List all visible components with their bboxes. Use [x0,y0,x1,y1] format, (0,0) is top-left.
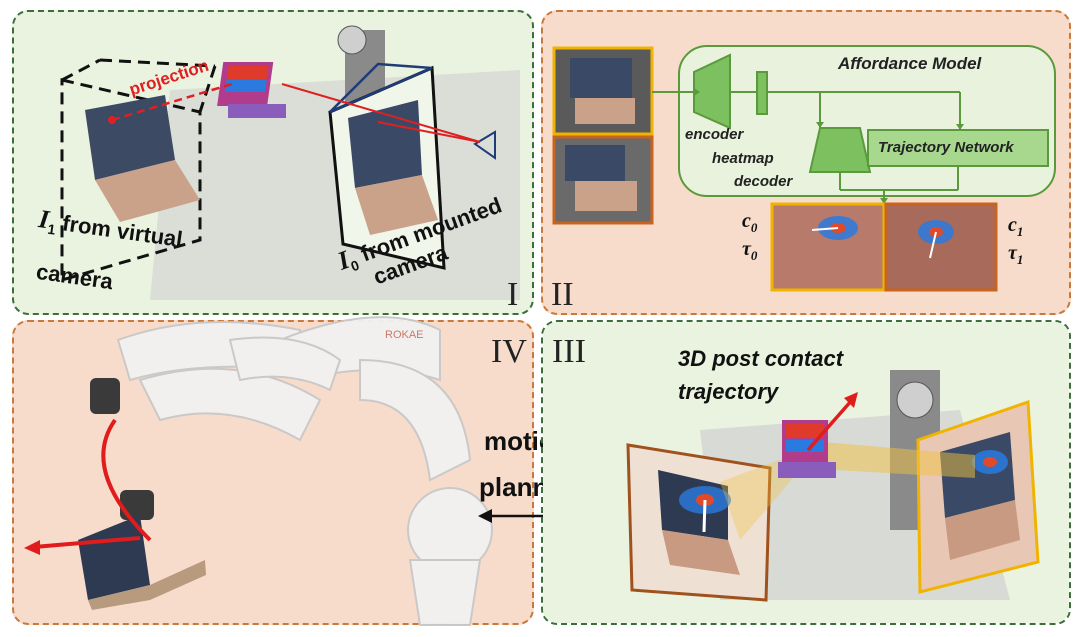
virtual-camera-frustum [60,58,217,282]
decoder-label: decoder [734,173,793,190]
robot-arm [116,316,493,626]
panel-1-roman: I [507,276,519,313]
laptop [78,515,150,600]
tau0-label: τ0 [742,238,758,263]
panel-3d-trajectory [541,320,1071,625]
encoder-label: encoder [685,126,744,143]
panel-4-roman: IV [491,333,527,370]
eye-icon [473,130,496,160]
panel-3-roman: III [552,333,586,370]
affordance-model-title: Affordance Model [838,54,982,73]
output-heatmap-1 [884,202,998,292]
panel-2-roman: II [551,276,574,313]
encoder-block [693,53,731,130]
tau1-label: τ1 [1008,242,1024,267]
c1-label: c1 [1008,214,1024,239]
svg-text:ROKAE: ROKAE [385,329,424,341]
output-heatmap-0 [770,202,886,292]
decoder-block [808,127,872,173]
panel-3-title-line1: 3D post contact [678,346,844,371]
panel-3-title-line2: trajectory [678,379,779,404]
point-cloud [217,62,286,118]
trajectory-network-label: Trajectory Network [878,139,1014,156]
trajectory-3d-arrow [844,392,858,408]
pull-direction-arrow [24,540,40,555]
motion-planning-arrow [478,509,492,523]
heatmap-label: heatmap [712,150,774,167]
c0-label: c0 [742,210,758,235]
trajectory-curve [101,418,152,542]
